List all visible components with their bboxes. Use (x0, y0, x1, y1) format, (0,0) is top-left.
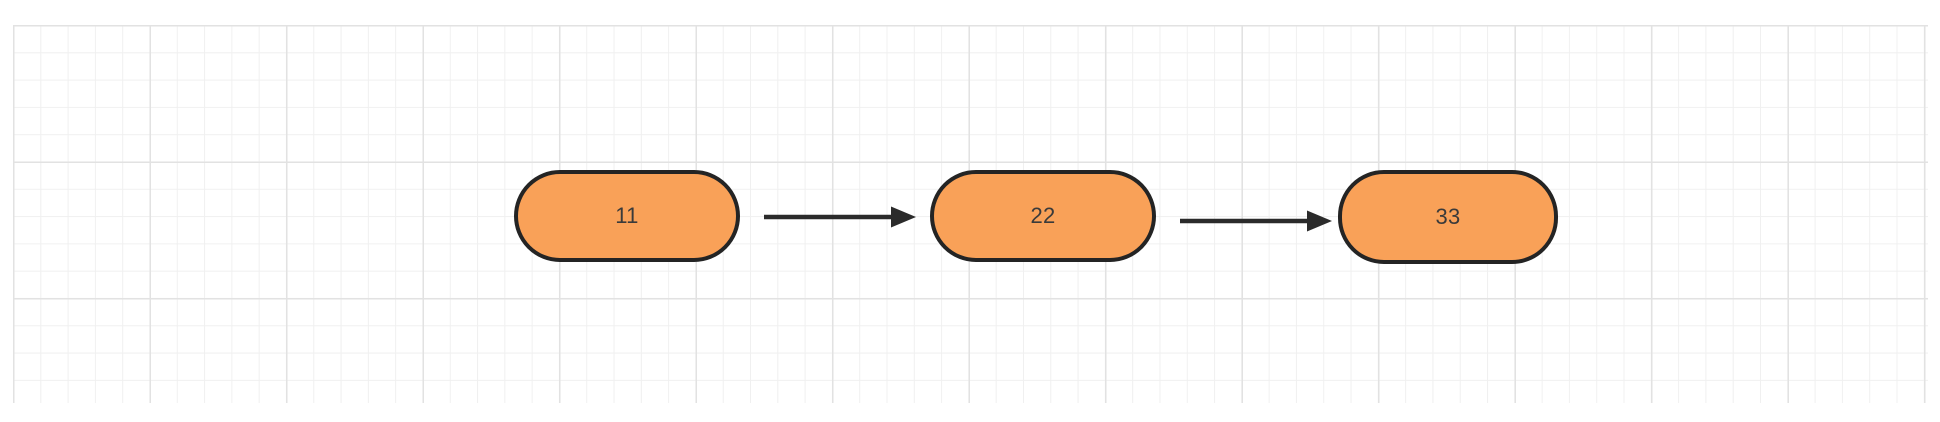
node-label: 22 (1030, 203, 1056, 228)
node-label: 33 (1435, 204, 1461, 229)
arrowhead-icon (1307, 210, 1332, 232)
arrowhead-icon (891, 206, 916, 228)
node-label: 11 (615, 203, 639, 228)
node-11[interactable]: 11 (514, 170, 740, 262)
edge-n2-n3[interactable] (1180, 210, 1332, 232)
node-33[interactable]: 33 (1338, 170, 1558, 264)
edge-n1-n2[interactable] (764, 206, 916, 228)
node-22[interactable]: 22 (930, 170, 1156, 262)
